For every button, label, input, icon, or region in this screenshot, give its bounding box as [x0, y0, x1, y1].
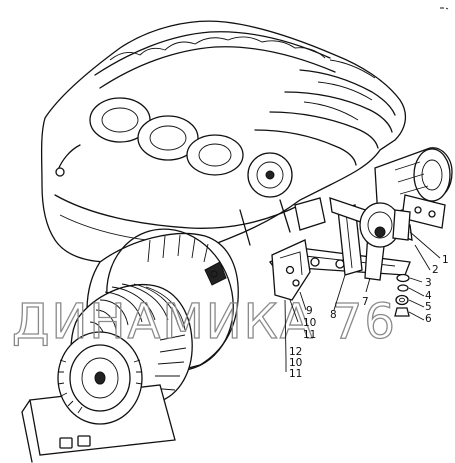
callout-8: 8: [330, 309, 337, 321]
callout-11b: 11: [289, 368, 302, 380]
callout-1: 1: [442, 254, 449, 266]
fasteners: [394, 273, 410, 317]
mount-cushion-cylinder: [359, 147, 453, 248]
callout-9: 9: [306, 305, 313, 317]
callout-3: 3: [425, 277, 432, 289]
callout-6: 6: [425, 313, 432, 325]
callout-4: 4: [425, 290, 432, 302]
callout-11a: 11: [303, 329, 316, 341]
engine-block: [40, 20, 407, 263]
watermark-text: ДИНАМИКА 76: [12, 294, 397, 350]
leader-lines: [284, 231, 441, 372]
callout-2: 2: [432, 264, 439, 276]
callout-5: 5: [425, 301, 432, 313]
callout-10b: 10: [289, 357, 302, 369]
callout-labels: 1 2 3 4 5 6 7 8 9 10 11 12 10 11: [289, 254, 449, 380]
gearbox-end-disc: [21, 331, 176, 463]
callout-7: 7: [362, 296, 369, 308]
callout-12: 12: [289, 346, 302, 358]
callout-10a: 10: [303, 317, 316, 329]
corner-mark: [440, 7, 449, 10]
